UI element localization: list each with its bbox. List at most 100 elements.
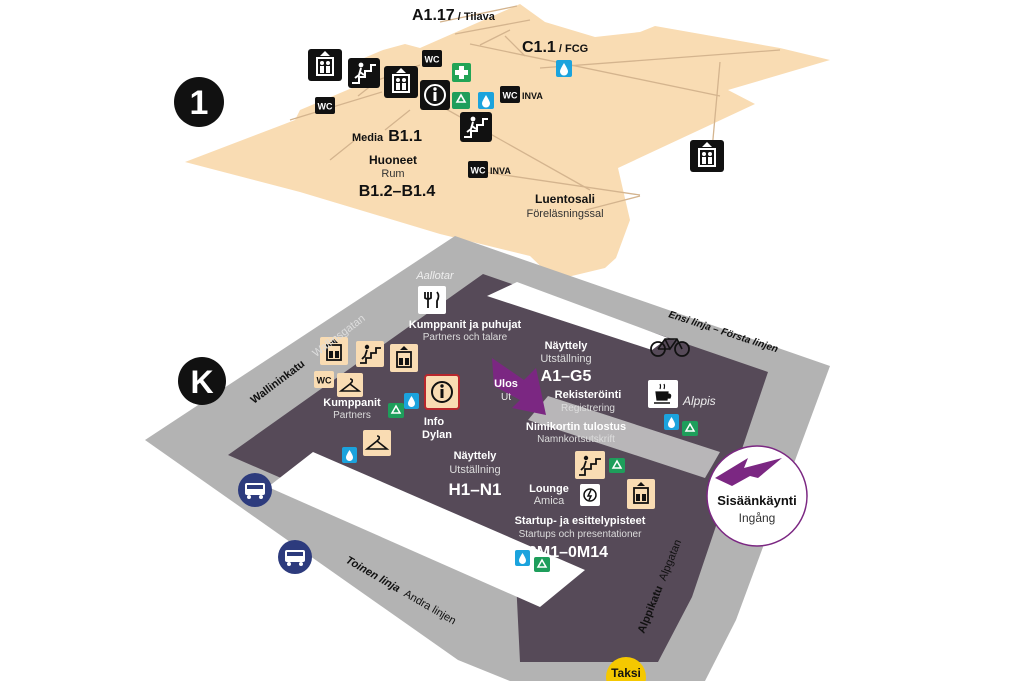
stairs-icon xyxy=(575,451,605,479)
exhibition-a1g5-subtitle: Utställning xyxy=(540,353,591,365)
entrance-marker[interactable]: Sisäänkäynti Ingång xyxy=(706,445,808,547)
svg-text:INVA: INVA xyxy=(522,91,543,101)
wc-icon: WC xyxy=(314,371,334,388)
badge-print-subtitle: Namnkortsutskrift xyxy=(537,434,615,445)
rooms-range[interactable]: B1.2–B1.4 xyxy=(359,183,436,200)
restaurant-icon xyxy=(418,286,446,314)
svg-text:WC: WC xyxy=(471,166,486,176)
svg-text:WC: WC xyxy=(503,91,518,101)
recycle-icon xyxy=(609,458,625,473)
partners-speakers-subtitle: Partners och talare xyxy=(423,332,508,343)
entrance-subtitle: Ingång xyxy=(739,511,776,525)
lecture-hall-title[interactable]: Luentosali xyxy=(535,192,595,206)
stairs-icon xyxy=(348,58,380,88)
room-a117[interactable]: A1.17 / Tilava xyxy=(412,7,496,24)
upper-floor-plan xyxy=(185,4,830,280)
floor-marker-k[interactable]: K xyxy=(178,357,226,405)
taxi-label: Taksi xyxy=(611,666,641,680)
floor-marker-1-text: 1 xyxy=(190,84,209,122)
exhibition-h1n1-subtitle: Utställning xyxy=(449,464,500,476)
cafe-icon xyxy=(648,380,678,408)
water-icon xyxy=(342,447,357,463)
rooms-title: Huoneet xyxy=(369,153,417,167)
restaurant-label[interactable]: Aallotar xyxy=(415,270,455,282)
stairs-icon xyxy=(356,341,384,367)
courtyard-north xyxy=(487,282,668,350)
info-icon xyxy=(420,80,450,110)
recycle-icon xyxy=(452,92,470,109)
charging-icon xyxy=(580,484,600,506)
svg-text:WC: WC xyxy=(318,102,333,112)
bus-stop-icon[interactable] xyxy=(238,473,272,507)
exhibition-a1g5-range[interactable]: A1–G5 xyxy=(541,368,592,385)
wc-accessible-icon: WC INVA xyxy=(468,161,511,178)
info-title[interactable]: Info xyxy=(424,416,444,428)
water-icon xyxy=(556,60,572,77)
lounge-title[interactable]: Lounge xyxy=(529,483,569,495)
cafe-label[interactable]: Alppis xyxy=(682,394,716,408)
water-icon xyxy=(664,414,679,430)
registration-subtitle: Registrering xyxy=(561,403,615,414)
startup-range[interactable]: 0M1–0M14 xyxy=(528,544,608,561)
room-a117-code: A1.17 xyxy=(412,7,455,24)
startup-subtitle: Startups och presentationer xyxy=(519,529,643,540)
elevator-icon xyxy=(384,66,418,98)
water-icon xyxy=(404,393,419,409)
partners-speakers-title[interactable]: Kumppanit ja puhujat xyxy=(409,319,522,331)
room-c11-name: FCG xyxy=(565,43,588,55)
partners-title[interactable]: Kumppanit xyxy=(323,397,381,409)
floor-marker-1[interactable]: 1 xyxy=(174,77,224,127)
bus-stop-icon[interactable] xyxy=(278,540,312,574)
partners-subtitle: Partners xyxy=(333,410,371,421)
wc-accessible-icon: WC INVA xyxy=(500,86,543,103)
water-icon xyxy=(515,550,530,566)
exit-subtitle: Ut xyxy=(501,392,511,403)
elevator-icon xyxy=(308,49,342,81)
recycle-icon xyxy=(388,403,404,418)
lounge-subtitle: Amica xyxy=(534,495,565,507)
elevator-icon xyxy=(690,140,724,172)
lecture-hall-subtitle: Föreläsningssal xyxy=(526,208,603,220)
first-aid-icon xyxy=(452,63,471,82)
courtyard-south xyxy=(268,452,585,607)
exit-arrow-icon xyxy=(492,358,546,415)
entrance-arrow-icon xyxy=(715,458,782,486)
wc-icon: WC xyxy=(315,97,335,114)
rooms-subtitle: Rum xyxy=(381,168,404,180)
exhibition-h1n1-range[interactable]: H1–N1 xyxy=(449,480,502,499)
elevator-icon xyxy=(627,479,655,509)
exhibition-h1n1-title: Näyttely xyxy=(454,450,498,462)
coat-check-icon xyxy=(363,430,391,456)
info-desk-icon xyxy=(424,374,460,410)
exit-title[interactable]: Ulos xyxy=(494,378,518,390)
exhibition-a1g5-title: Näyttely xyxy=(545,340,589,352)
badge-print-title[interactable]: Nimikortin tulostus xyxy=(526,421,626,433)
media-label: Media xyxy=(352,132,384,144)
recycle-icon xyxy=(534,557,550,572)
info-subtitle: Dylan xyxy=(422,429,452,441)
entrance-title: Sisäänkäynti xyxy=(717,493,797,508)
coat-check-icon xyxy=(337,373,363,397)
bicycle-icon xyxy=(650,338,690,357)
floor-marker-k-text: K xyxy=(190,364,213,400)
recycle-icon xyxy=(682,421,698,436)
upper-floor: 1 A1.17 / Tilava C1.1 / FCG Media B1.1 H… xyxy=(174,4,830,280)
room-c11-code: C1.1 xyxy=(522,39,556,56)
startup-title[interactable]: Startup- ja esittelypisteet xyxy=(515,515,646,527)
svg-text:INVA: INVA xyxy=(490,166,511,176)
taxi-stand-icon[interactable]: Taksi xyxy=(606,657,646,681)
media-code: B1.1 xyxy=(388,128,422,145)
water-icon xyxy=(478,92,494,109)
wc-icon: WC xyxy=(422,50,442,67)
elevator-icon xyxy=(320,337,348,365)
elevator-icon xyxy=(390,344,418,372)
svg-text:WC: WC xyxy=(317,376,332,386)
media-room[interactable]: Media B1.1 xyxy=(352,128,422,145)
room-c11[interactable]: C1.1 / FCG xyxy=(522,39,588,56)
ground-floor: K Aallotar Kumppanit ja puhujat Partners… xyxy=(145,236,830,681)
stairs-icon xyxy=(460,112,492,142)
registration-title[interactable]: Rekisteröinti xyxy=(555,389,622,401)
ground-floor-plan xyxy=(228,274,768,662)
room-a117-name: Tilava xyxy=(464,11,496,23)
